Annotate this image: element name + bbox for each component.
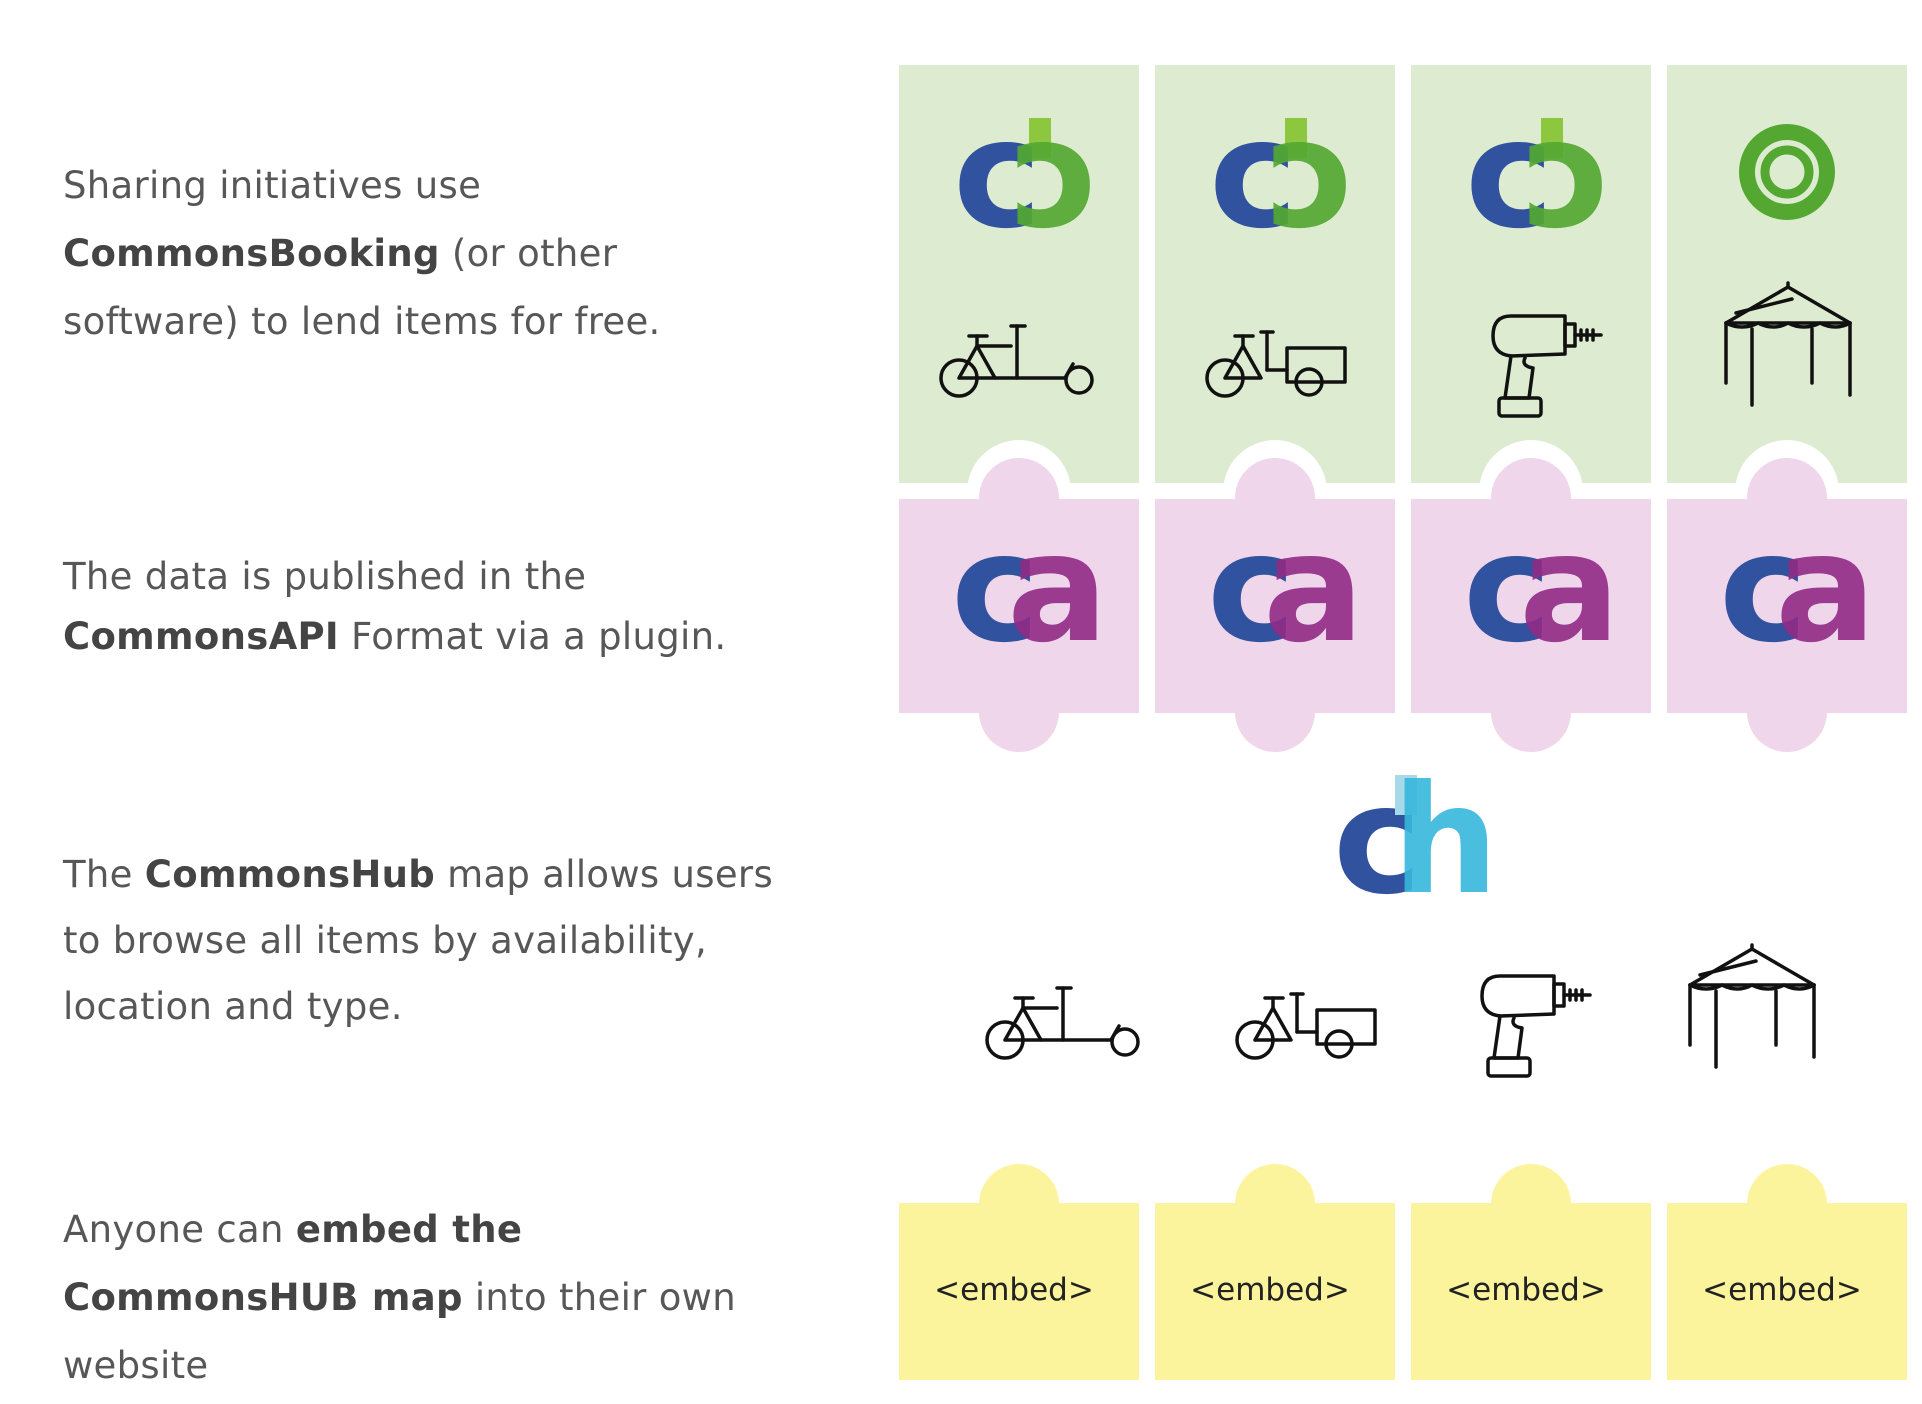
svg-text:c: c: [1465, 88, 1544, 262]
svg-text:c: c: [1209, 88, 1288, 262]
svg-text:c: c: [1463, 502, 1542, 676]
svg-text:ɔ: ɔ: [1523, 88, 1602, 262]
embed-label: <embed>: [1446, 1272, 1606, 1308]
svg-text:c: c: [951, 502, 1030, 676]
body-text: into their own: [462, 1276, 736, 1319]
embed-tile[interactable]: <embed>: [1667, 1164, 1907, 1380]
commonsbooking-tile: [1667, 65, 1907, 544]
embed-label: <embed>: [934, 1272, 1094, 1308]
bike-trailer-icon: [1235, 992, 1377, 1060]
svg-text:a: a: [1007, 502, 1097, 676]
ca-logo: ca: [951, 502, 1109, 676]
cargo-bike-icon: [985, 986, 1140, 1060]
body-text: location and type.: [63, 985, 403, 1028]
ring-logo: [1739, 124, 1835, 220]
step-commonsbooking-text: Sharing initiatives use CommonsBooking (…: [63, 152, 783, 356]
commonsapi-tile: ca: [1667, 458, 1907, 752]
cb-logo: cɔ: [1465, 88, 1614, 262]
step-commonsapi-text: The data is published in the CommonsAPI …: [63, 547, 783, 667]
highlight-text: CommonsHUB map: [63, 1276, 463, 1319]
commonsapi-tile: ca: [1411, 458, 1651, 752]
highlight-text: embed the: [295, 1208, 523, 1251]
embed-tile[interactable]: <embed>: [1155, 1164, 1395, 1380]
body-text: The: [63, 853, 145, 896]
svg-text:a: a: [1263, 502, 1353, 676]
svg-text:c: c: [1719, 502, 1798, 676]
body-text: website: [63, 1344, 209, 1387]
embed-row: <embed> <embed> <embed> <embed>: [899, 1164, 1907, 1380]
svg-text:c: c: [1207, 502, 1286, 676]
body-text: to browse all items by availability,: [63, 919, 708, 962]
highlight-text: CommonsAPI: [63, 615, 339, 658]
body-text: software) to lend items for free.: [63, 300, 661, 343]
commonsbooking-tile: cɔ: [1411, 65, 1651, 544]
svg-text:h: h: [1392, 754, 1488, 928]
svg-text:ɔ: ɔ: [1011, 88, 1090, 262]
body-text: Format via a plugin.: [338, 615, 727, 658]
cb-logo: cɔ: [953, 88, 1102, 262]
ca-logo: ca: [1207, 502, 1365, 676]
body-text: map allows users: [435, 853, 774, 896]
ca-logo: ca: [1463, 502, 1621, 676]
commonsbooking-tile: cɔ: [899, 65, 1139, 544]
embed-tile[interactable]: <embed>: [1411, 1164, 1651, 1380]
body-text: (or other: [439, 232, 618, 275]
highlight-text: CommonsHub: [144, 853, 436, 896]
commonsapi-tile: ca: [899, 458, 1139, 752]
commonshub-row: c h: [985, 754, 1816, 1078]
commonsbooking-tile: cɔ: [1155, 65, 1395, 544]
embed-label: <embed>: [1702, 1272, 1862, 1308]
embed-label: <embed>: [1190, 1272, 1350, 1308]
tent-icon: [1688, 943, 1816, 1069]
body-text: Anyone can: [63, 1208, 296, 1251]
body-text: Sharing initiatives use: [63, 164, 482, 207]
commonsapi-tile: ca: [1155, 458, 1395, 752]
svg-text:ɔ: ɔ: [1267, 88, 1346, 262]
drill-icon: [1480, 974, 1592, 1078]
cb-logo: cɔ: [1209, 88, 1358, 262]
ca-logo: ca: [1719, 502, 1877, 676]
step-commonshub-text: The CommonsHub map allows users to browse…: [63, 842, 783, 1040]
body-text: The data is published in the: [63, 555, 587, 598]
svg-text:a: a: [1775, 502, 1865, 676]
commonshub-logo: c h: [1333, 754, 1500, 928]
highlight-text: CommonsBooking: [63, 232, 440, 275]
svg-text:a: a: [1519, 502, 1609, 676]
svg-text:c: c: [953, 88, 1032, 262]
embed-tile[interactable]: <embed>: [899, 1164, 1139, 1380]
